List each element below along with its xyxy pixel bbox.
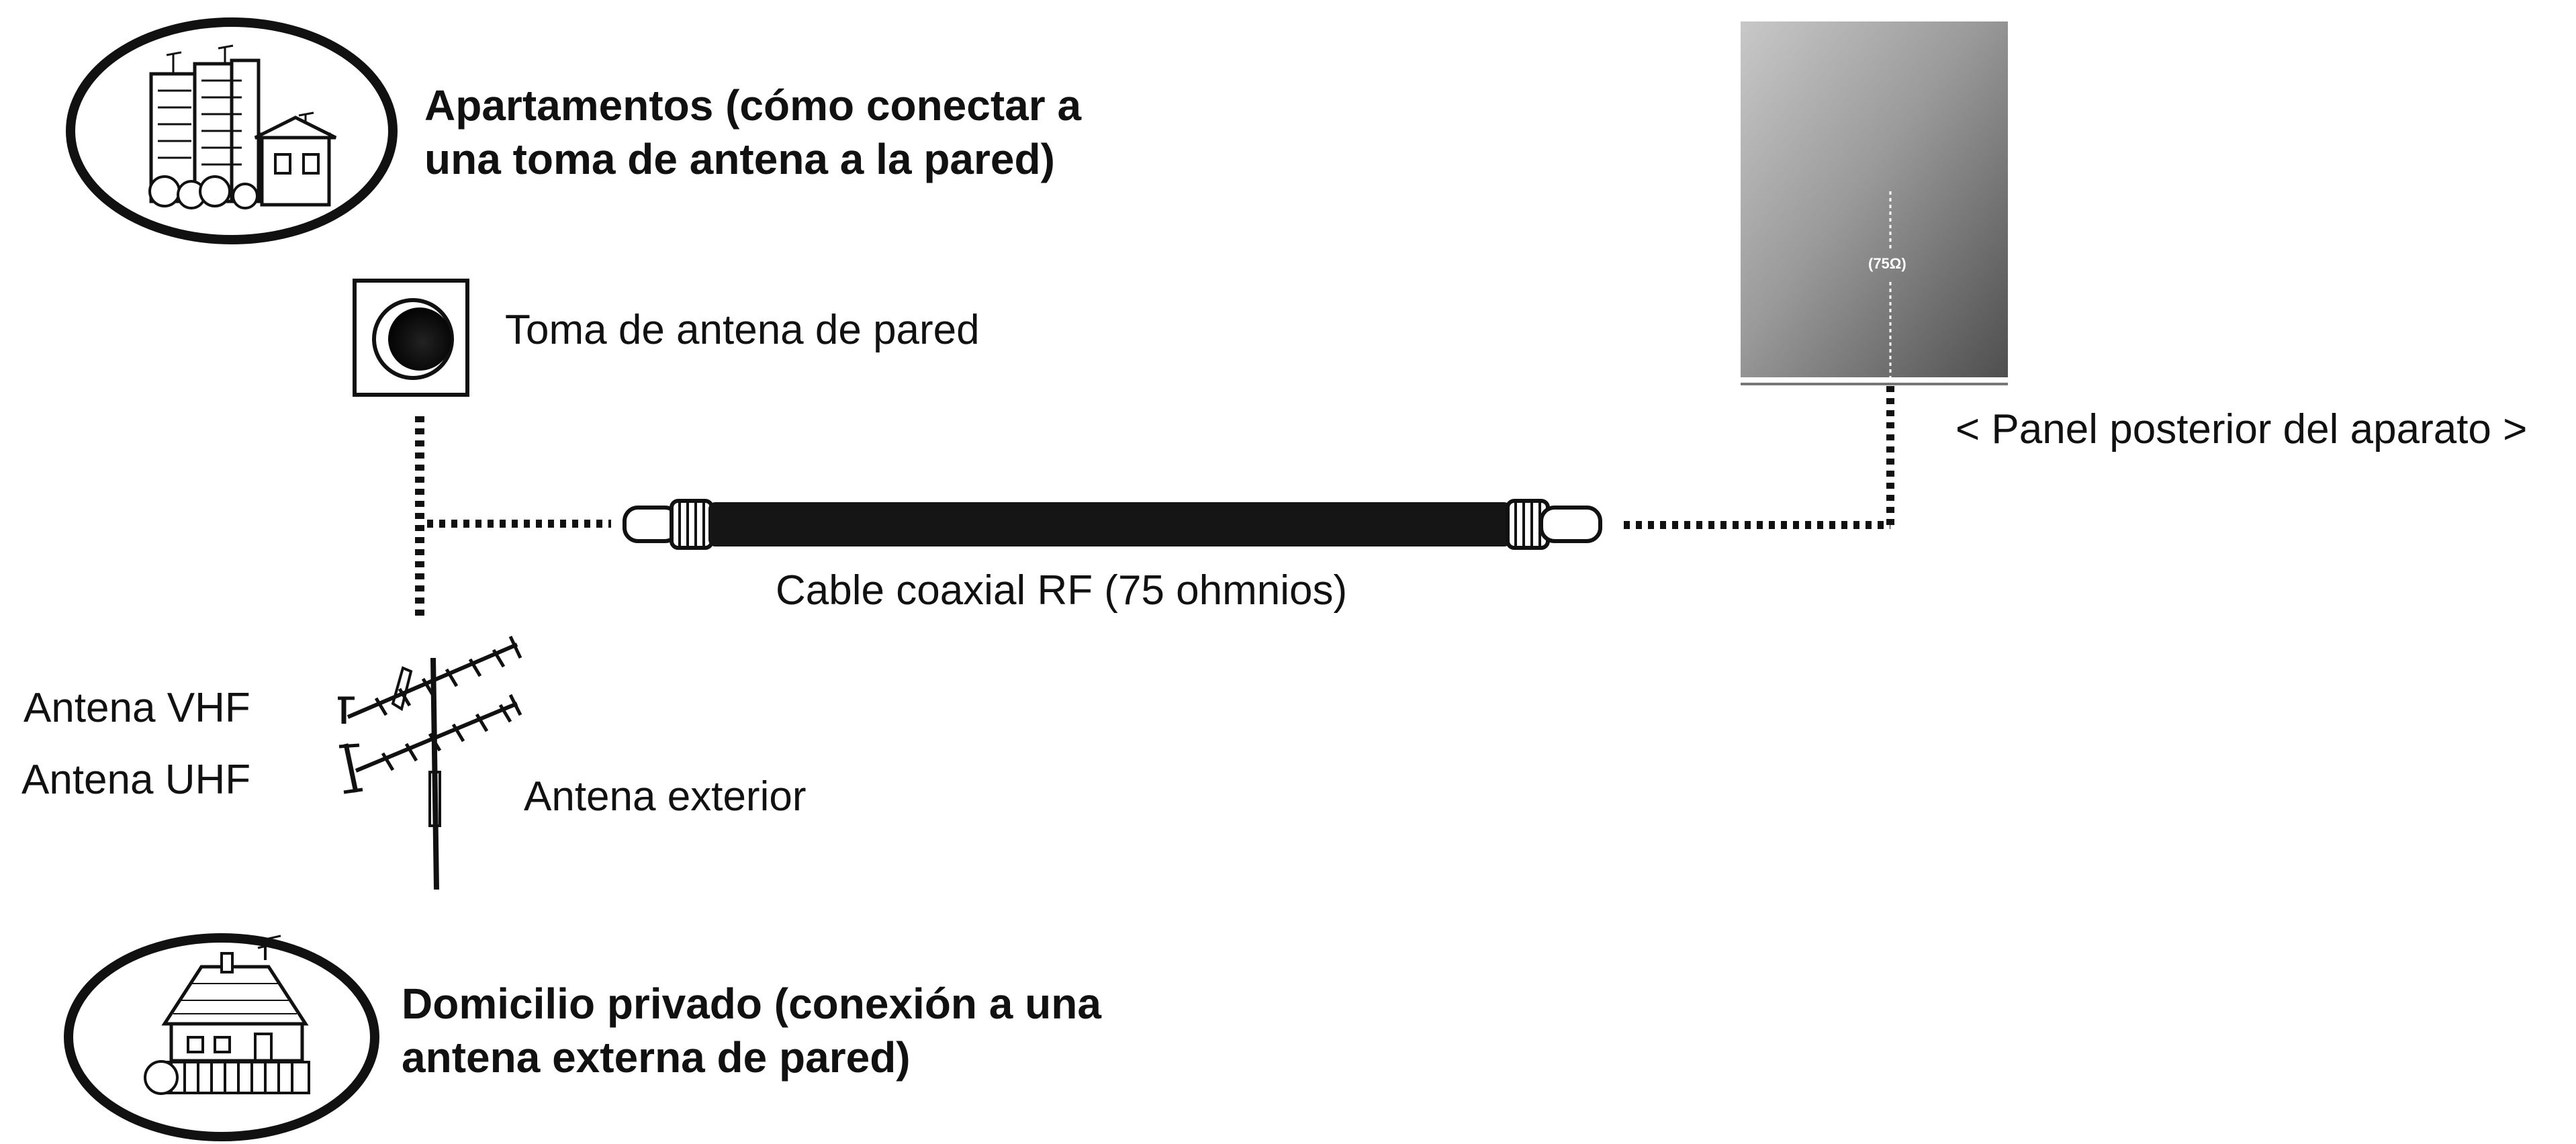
rear-panel-jack-label: (75Ω)	[1868, 255, 1906, 272]
apartments-heading: Apartamentos (cómo conectar a una toma d…	[424, 79, 1081, 186]
cable-label: Cable coaxial RF (75 ohmnios)	[776, 567, 1348, 614]
outdoor-antenna-icon	[338, 635, 522, 890]
coaxial-cable	[623, 499, 1602, 550]
outdoor-antenna-label: Antena exterior	[524, 773, 807, 820]
rear-panel-label: < Panel posterior del aparato >	[1956, 406, 2528, 452]
house-heading-line2: antena externa de pared)	[402, 1033, 911, 1082]
wall-socket-icon	[353, 279, 469, 397]
apartment-building-icon	[66, 17, 398, 244]
rear-panel	[1741, 21, 2008, 385]
house-heading: Domicilio privado (conexión a una antena…	[402, 977, 1101, 1084]
apartments-heading-line1: Apartamentos (cómo conectar a	[424, 81, 1082, 130]
house-heading-line1: Domicilio privado (conexión a una	[402, 980, 1101, 1028]
uhf-label: Antena UHF	[21, 757, 251, 803]
wall-socket-label: Toma de antena de pared	[505, 307, 980, 353]
house-icon	[64, 933, 379, 1141]
apartments-heading-line2: una toma de antena a la pared)	[424, 135, 1055, 183]
signal-path	[415, 376, 1894, 621]
vhf-label: Antena VHF	[24, 685, 250, 731]
